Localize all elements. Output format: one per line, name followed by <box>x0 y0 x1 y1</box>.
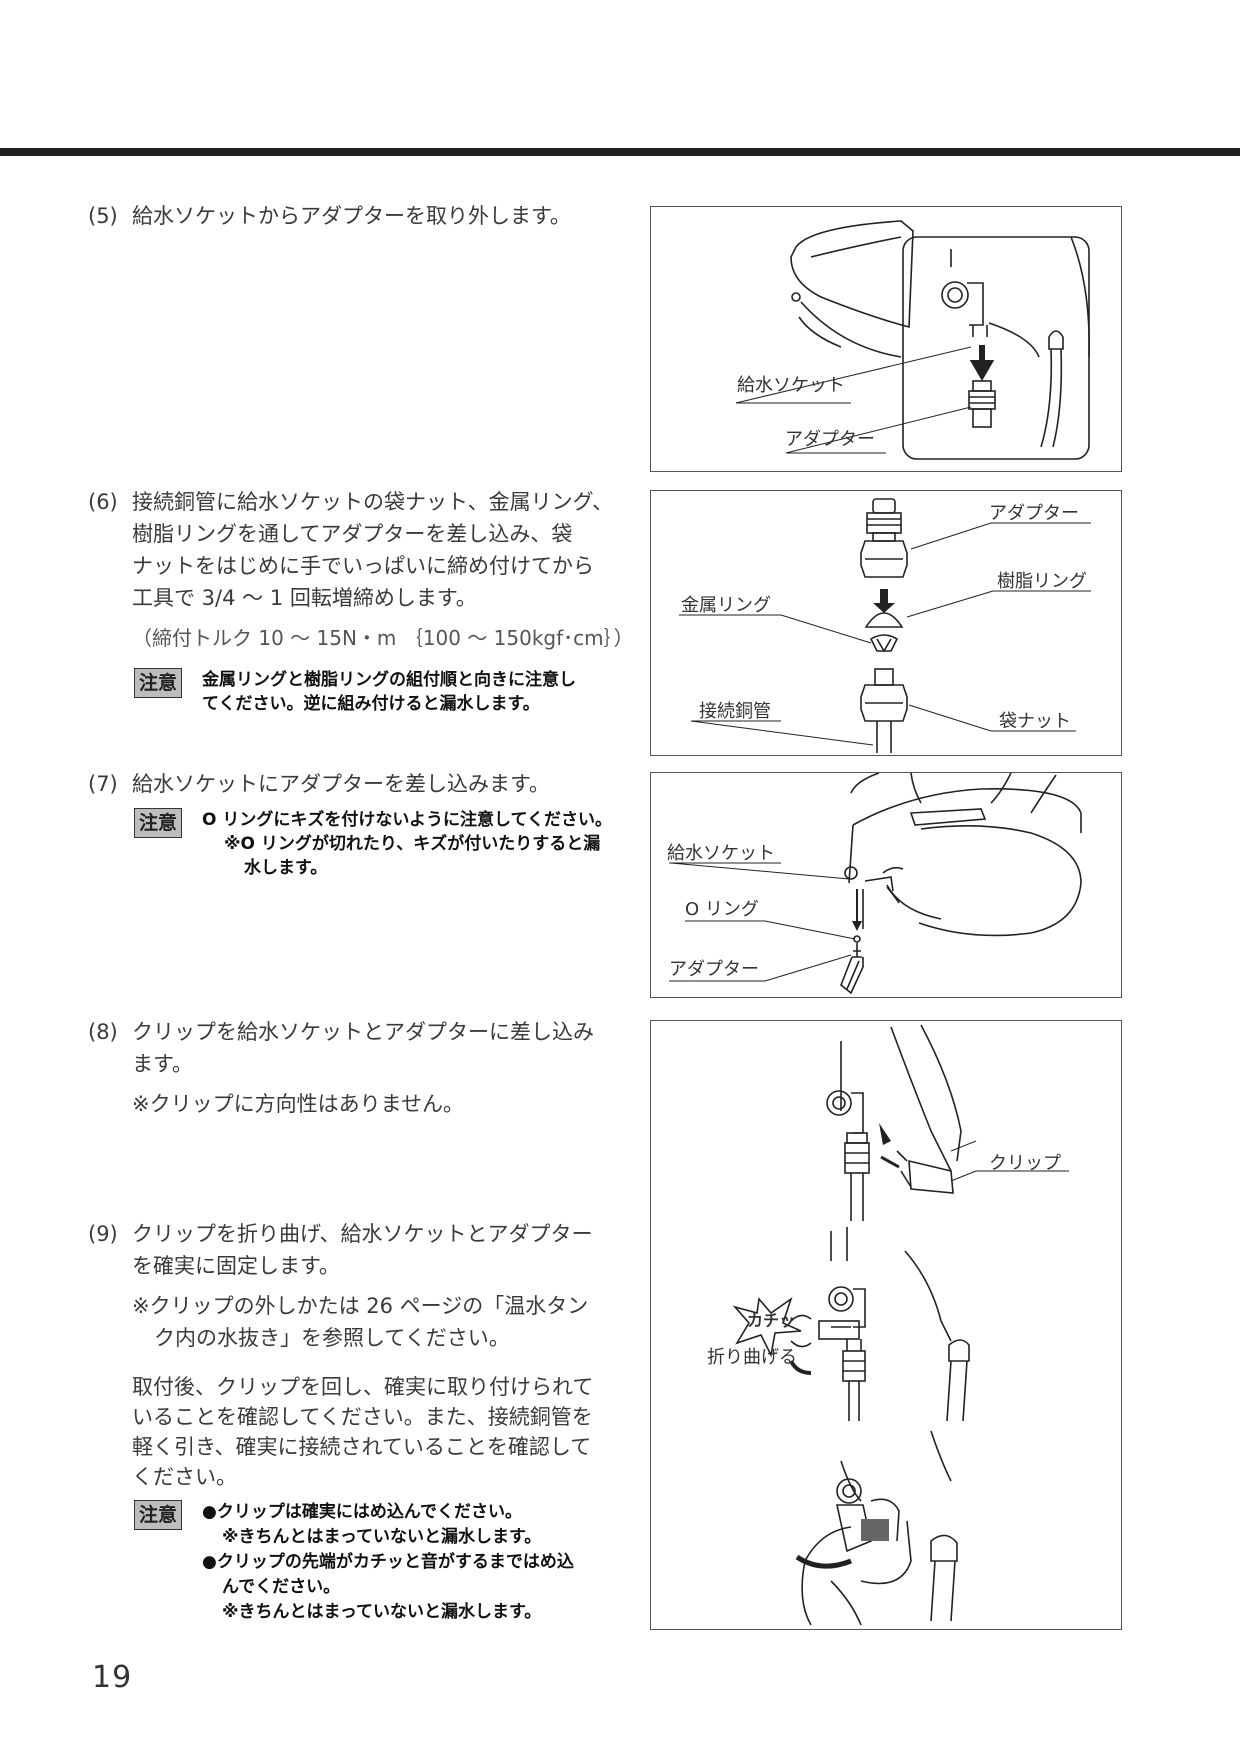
page-number: 19 <box>92 1660 133 1695</box>
step9-line: を確実に固定します。 <box>132 1254 340 1278</box>
caution-line: ※O リングが切れたり、キズが付いたりすると漏 <box>224 834 601 854</box>
step9-line: クリップを折り曲げ、給水ソケットとアダプター <box>132 1222 593 1246</box>
step9-note-line: ク内の水抜き」を参照してください。 <box>154 1326 510 1350</box>
fig2-label-resin-ring: 樹脂リング <box>997 571 1087 592</box>
step5-number: (5) <box>88 204 118 228</box>
figure-clip: クリップ カチッ 折り曲げる <box>650 1020 1122 1630</box>
step8-line: ます。 <box>132 1052 193 1076</box>
fig1-label-socket: 給水ソケット <box>737 375 845 396</box>
caution-line: ※きちんとはまっていないと漏水します。 <box>222 1527 542 1547</box>
caution-tag: 注意 <box>134 808 182 838</box>
fig2-label-adapter: アダプター <box>989 503 1079 524</box>
step6-line: 樹脂リングを通してアダプターを差し込み、袋 <box>132 522 573 546</box>
step9-after: 取付後、クリップを回し、確実に取り付けられて いることを確認してください。また、… <box>132 1372 626 1492</box>
step8-text: クリップを給水ソケットとアダプターに差し込み ます。 <box>132 1016 626 1080</box>
step8-number: (8) <box>88 1020 118 1044</box>
fig2-label-copper-pipe: 接続銅管 <box>699 701 771 722</box>
step7-text: 給水ソケットにアダプターを差し込みます。 <box>132 772 550 796</box>
step9-after-line: 軽く引き、確実に接続されていることを確認して <box>132 1435 592 1459</box>
caution-line: O リングにキズを付けないように注意してください。 <box>202 810 613 830</box>
figure-remove-adapter: 給水ソケット アダプター <box>650 206 1122 472</box>
step8-note: ※クリップに方向性はありません。 <box>132 1092 464 1116</box>
caution-line: ※きちんとはまっていないと漏水します。 <box>222 1602 542 1622</box>
step6-torque: （締付トルク 10 〜 15N・m ｛100 〜 150kgf･cm｝） <box>132 626 634 650</box>
step6-number: (6) <box>88 490 118 514</box>
step9-after-line: いることを確認してください。また、接続銅管を <box>132 1405 593 1429</box>
fig3-label-oring: O リング <box>685 899 759 920</box>
step9-text: クリップを折り曲げ、給水ソケットとアダプター を確実に固定します。 <box>132 1218 626 1282</box>
step7-number: (7) <box>88 772 118 796</box>
fig3-label-adapter: アダプター <box>669 959 759 980</box>
step6-line: 接続銅管に給水ソケットの袋ナット、金属リング、 <box>132 490 614 514</box>
caution-text: O リングにキズを付けないように注意してください。 ※O リングが切れたり、キズ… <box>202 808 672 880</box>
step6-text: 接続銅管に給水ソケットの袋ナット、金属リング、 樹脂リングを通してアダプターを差… <box>132 486 626 614</box>
caution-line: ●クリップの先端がカチッと音がするまではめ込 <box>202 1552 574 1572</box>
fig4-label-bend: 折り曲げる <box>707 1347 797 1368</box>
step9-number: (9) <box>88 1222 118 1246</box>
fig4-label-clip: クリップ <box>989 1153 1061 1174</box>
caution-line: てください。逆に組み付けると漏水します。 <box>202 694 540 714</box>
step9-after-line: 取付後、クリップを回し、確実に取り付けられて <box>132 1375 594 1399</box>
fig2-label-metal-ring: 金属リング <box>681 595 771 616</box>
step6-line: ナットをはじめに手でいっぱいに締め付けてから <box>132 554 594 578</box>
caution-tag: 注意 <box>134 668 182 698</box>
caution-line: 水します。 <box>244 858 328 878</box>
step9-after-line: ください。 <box>132 1465 237 1489</box>
step6-line: 工具で 3/4 〜 1 回転増締めします。 <box>132 586 477 610</box>
step9-note-line: ※クリップの外しかたは 26 ページの「温水タン <box>132 1294 589 1318</box>
caution-line: ●クリップは確実にはめ込んでください。 <box>202 1502 522 1522</box>
caution-tag: 注意 <box>134 1500 182 1530</box>
step5-text: 給水ソケットからアダプターを取り外します。 <box>132 204 571 228</box>
caution-line: んでください。 <box>222 1577 341 1597</box>
fig3-label-socket: 給水ソケット <box>667 843 775 864</box>
fig2-label-nut: 袋ナット <box>999 711 1071 732</box>
fig4-label-click: カチッ <box>747 1311 796 1330</box>
fig1-label-adapter: アダプター <box>785 429 875 450</box>
step8-line: クリップを給水ソケットとアダプターに差し込み <box>132 1020 594 1044</box>
caution-text: 金属リングと樹脂リングの組付順と向きに注意し てください。逆に組み付けると漏水し… <box>202 668 762 716</box>
figure-adapter-assembly: アダプター 樹脂リング 金属リング 接続銅管 袋ナット <box>650 490 1122 756</box>
caution-text: ●クリップは確実にはめ込んでください。 ※きちんとはまっていないと漏水します。 … <box>202 1500 672 1625</box>
header-rule <box>0 148 1240 156</box>
step9-note: ※クリップの外しかたは 26 ページの「温水タン ク内の水抜き」を参照してくださ… <box>132 1290 626 1354</box>
figure-insert-adapter: 給水ソケット O リング アダプター <box>650 772 1122 998</box>
caution-line: 金属リングと樹脂リングの組付順と向きに注意し <box>202 670 576 690</box>
